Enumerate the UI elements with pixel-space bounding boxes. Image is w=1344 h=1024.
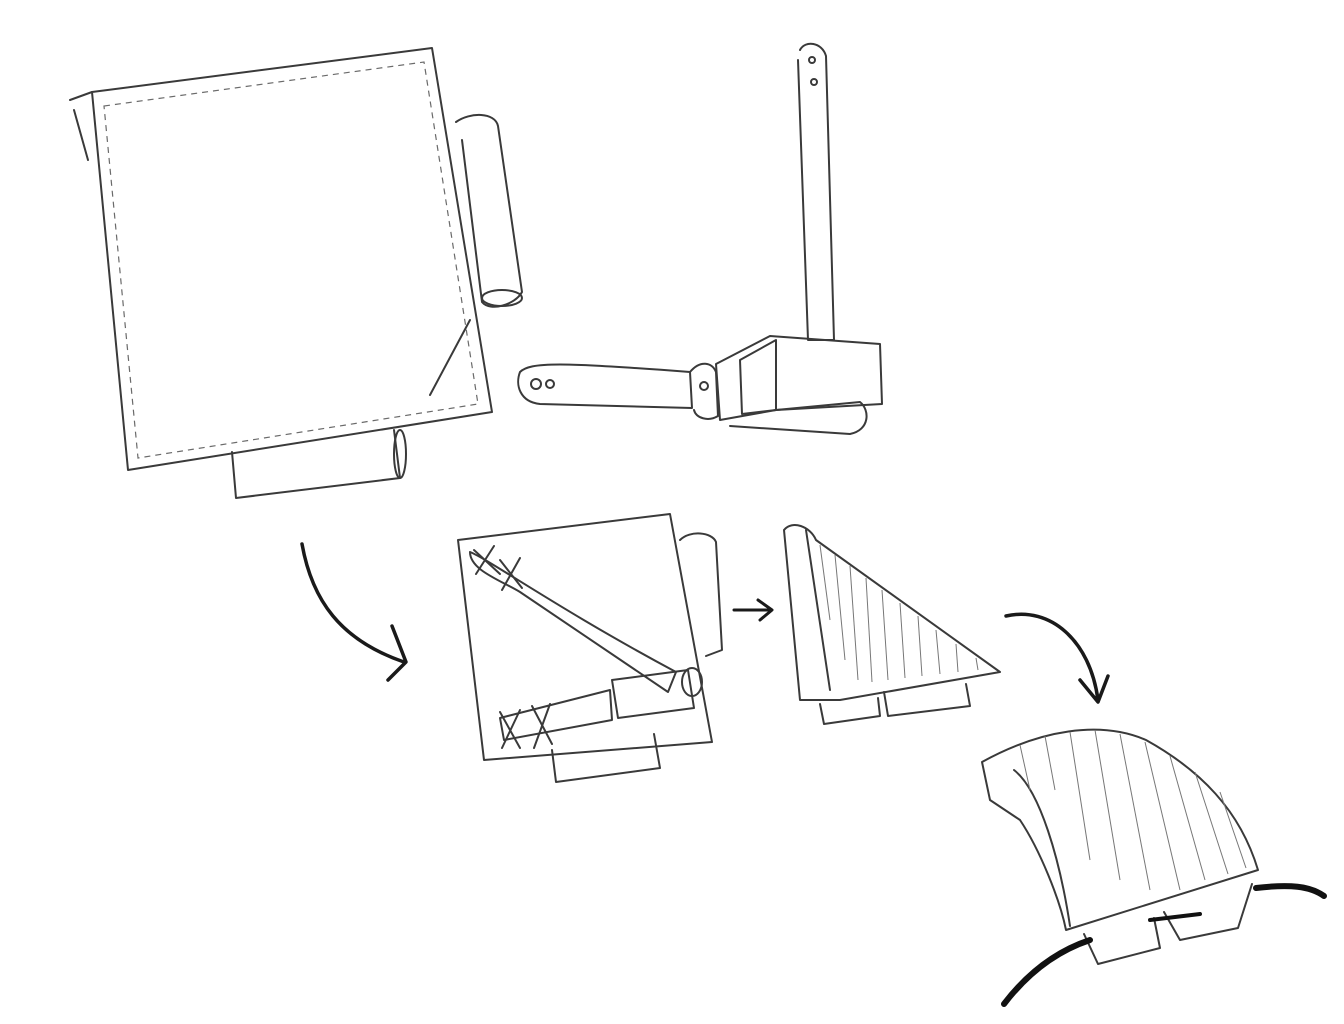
leg-middle [1148, 912, 1202, 922]
large-fabric-sheet [69, 47, 493, 471]
arrow-curve-2 [1004, 612, 1110, 704]
hinge-bracket [517, 42, 883, 435]
leg-right [1253, 883, 1327, 899]
final-fin-hatching [1019, 729, 1247, 891]
tube-below-sheet [231, 429, 407, 499]
tube-right-of-sheet [455, 114, 523, 308]
assembled-sheet [457, 513, 723, 783]
arrow-curve-1 [300, 542, 408, 682]
fin-hatching [819, 544, 979, 683]
arrow-right [732, 598, 774, 622]
folded-fin [783, 524, 1001, 725]
leg-left [1001, 937, 1093, 1007]
final-fin-with-legs [981, 728, 1327, 1007]
